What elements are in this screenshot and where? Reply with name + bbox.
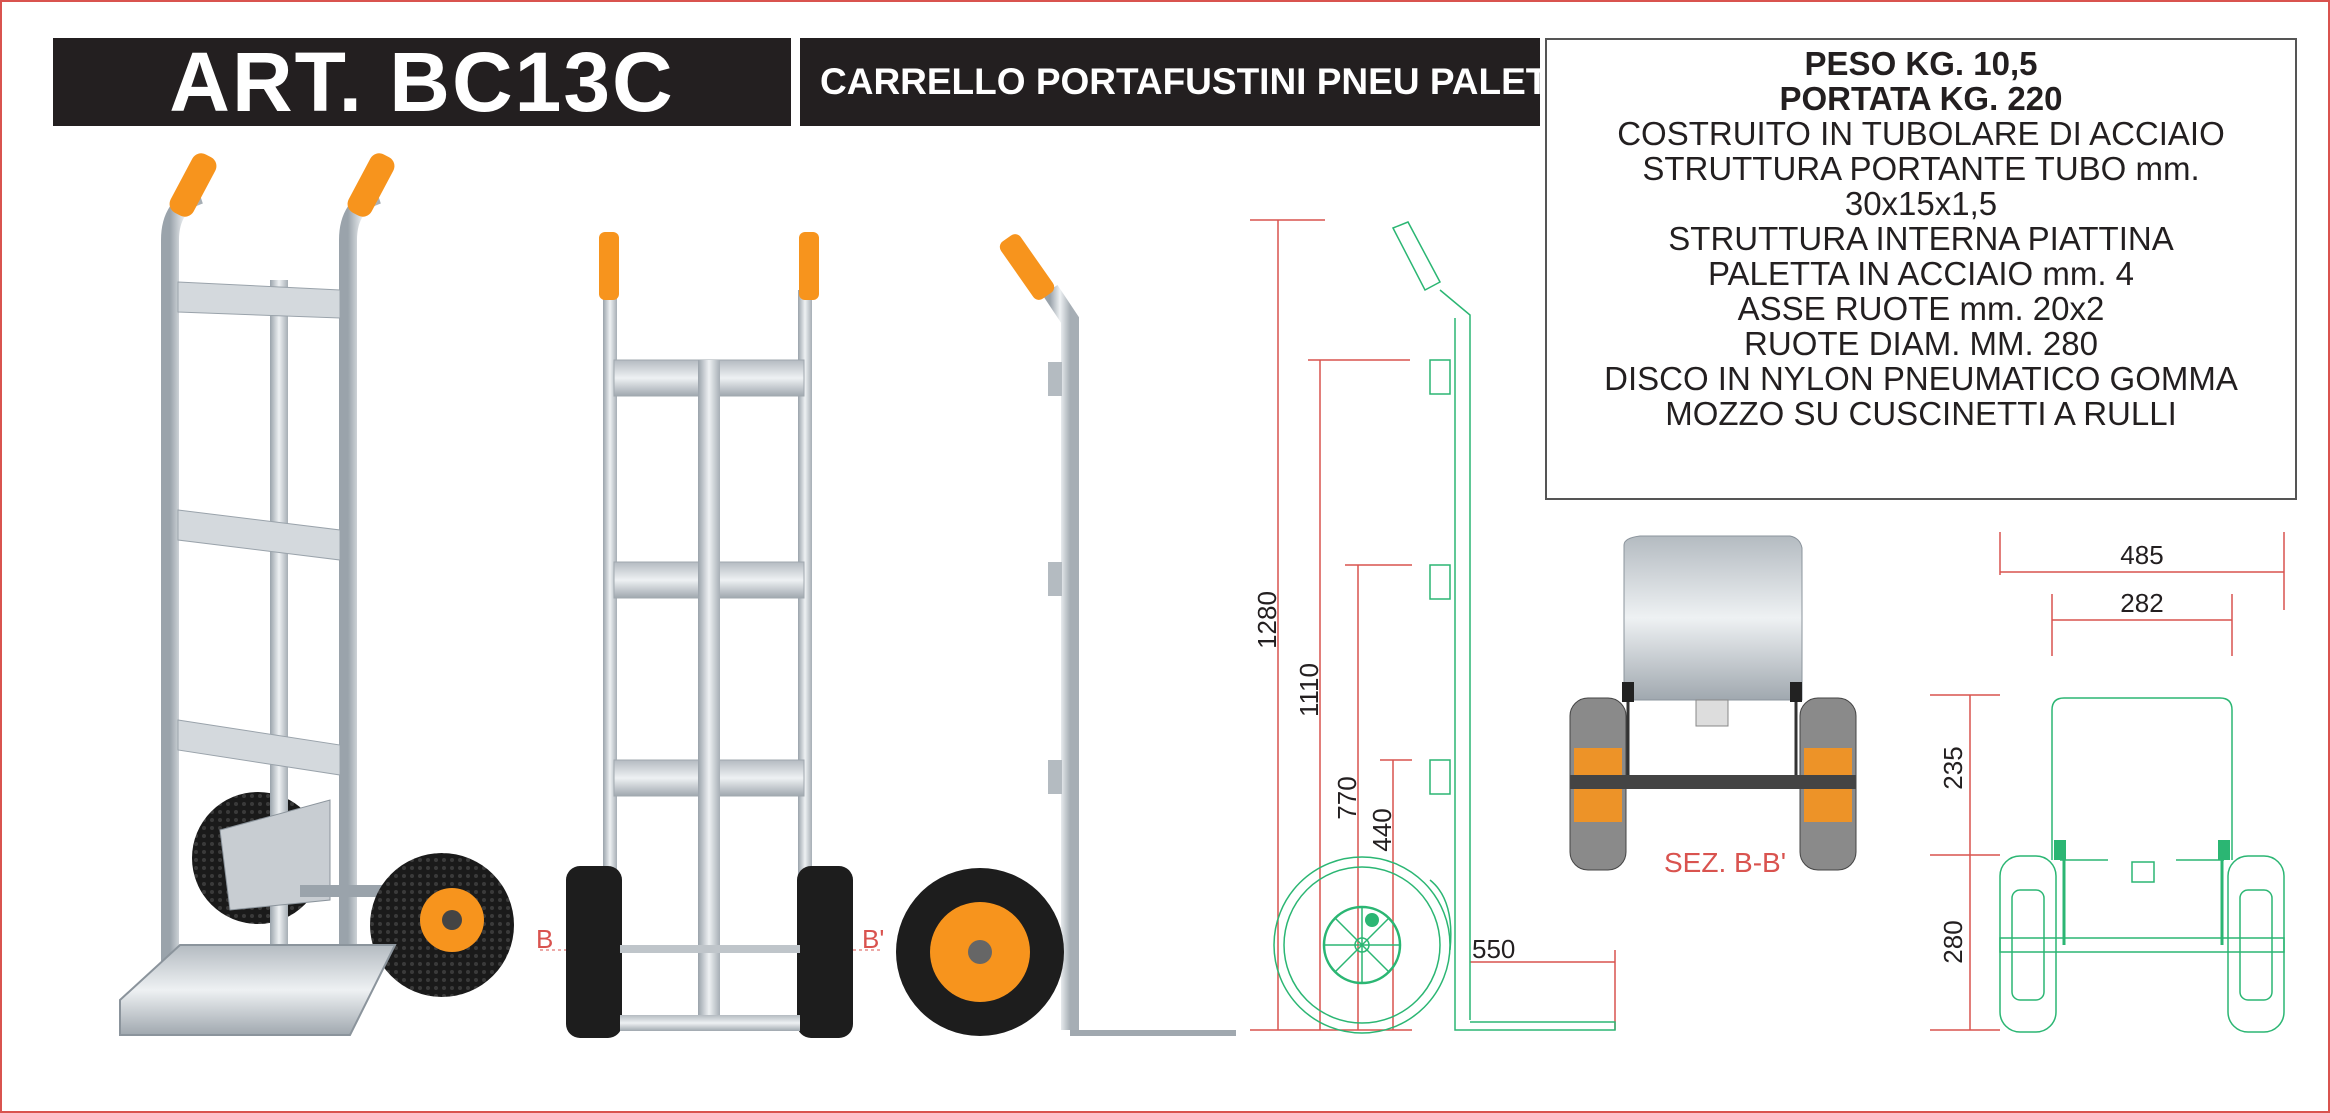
dimension-height-lower: 280 — [1938, 920, 1968, 963]
spec-line: PALETTA IN ACCIAIO mm. 4 — [1707, 255, 2135, 292]
dimension-height-upper: 235 — [1938, 746, 1968, 789]
dimension-height-1110: 1110 — [1294, 663, 1324, 717]
front-dimension-drawing: 485 282 235 280 — [1930, 532, 2285, 1033]
spec-line: 30x15x1,5 — [1844, 185, 1998, 222]
trolley-perspective-illustration — [119, 153, 514, 1036]
right-wheel — [797, 866, 853, 1038]
spec-line: MOZZO SU CUSCINETTI A RULLI — [1665, 395, 2177, 432]
spec-line: DISCO IN NYLON PNEUMATICO GOMMA — [1604, 360, 2238, 397]
dimension-width-outer: 485 — [2120, 540, 2163, 570]
dimension-depth: 550 — [1472, 934, 1515, 964]
spec-line: STRUTTURA PORTANTE TUBO mm. — [1642, 150, 2200, 187]
section-title: SEZ. B-B' — [1664, 847, 1786, 878]
dimension-height-440: 440 — [1367, 808, 1397, 851]
trolley-side-view — [896, 234, 1236, 1036]
handle-grip — [999, 234, 1055, 300]
section-marker-b: B — [536, 924, 553, 954]
handle-grip-left — [169, 153, 217, 217]
left-wheel — [566, 866, 622, 1038]
spec-line: COSTRUITO IN TUBOLARE DI ACCIAIO — [1617, 115, 2225, 152]
handle-grip-right — [799, 232, 819, 300]
article-title: ART. BC13C — [53, 38, 791, 126]
dimension-height-770: 770 — [1332, 776, 1362, 819]
trolley-front-view: B B' — [536, 232, 884, 1038]
spec-line: STRUTTURA INTERNA PIATTINA — [1668, 220, 2174, 257]
spec-line: RUOTE DIAM. MM. 280 — [1744, 325, 2098, 362]
section-marker-b-prime: B' — [862, 924, 884, 954]
dimension-height-total: 1280 — [1252, 591, 1282, 649]
handle-grip-left — [599, 232, 619, 300]
toe-plate — [119, 944, 397, 1036]
spec-line: PORTATA KG. 220 — [1779, 80, 2063, 117]
handle-grip-right — [347, 153, 395, 217]
product-subtitle: CARRELLO PORTAFUSTINI PNEU PALETTA — [800, 38, 1540, 126]
spec-line: PESO KG. 10,5 — [1804, 45, 2038, 82]
dimension-width-inner: 282 — [2120, 588, 2163, 618]
specifications-box: PESO KG. 10,5 PORTATA KG. 220 COSTRUITO … — [1545, 38, 2297, 500]
side-dimension-drawing: 1280 1110 770 440 550 — [1250, 219, 1616, 1034]
section-b-b-drawing: SEZ. B-B' — [1569, 535, 1857, 878]
spec-line: ASSE RUOTE mm. 20x2 — [1737, 290, 2105, 327]
